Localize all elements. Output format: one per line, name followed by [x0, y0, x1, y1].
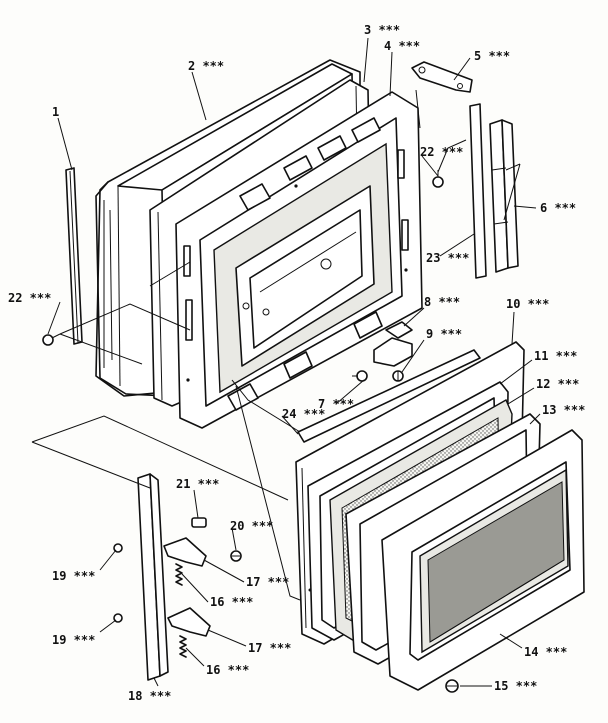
callout-16-lower: 16 *** — [206, 663, 249, 677]
callout-1: 1 — [52, 105, 59, 119]
callout-6: 6 *** — [540, 201, 576, 215]
part-5-hinge-bracket — [411, 61, 473, 93]
part-4-door-frame — [175, 91, 423, 429]
callout-24: 24 *** — [282, 407, 325, 421]
callout-19-lower: 19 *** — [52, 633, 95, 647]
part-18-hinge-channel — [137, 473, 169, 681]
callout-15: 15 *** — [494, 679, 537, 693]
callout-17-upper: 17 *** — [246, 575, 289, 589]
part-22-screw-left — [42, 333, 61, 346]
part-21-screw — [191, 517, 207, 528]
part-20-screw — [230, 550, 242, 562]
callout-14: 14 *** — [524, 645, 567, 659]
part-17-hinge-arm-lower — [167, 607, 211, 637]
part-24-gasket-rod — [297, 349, 481, 443]
callout-8: 8 *** — [424, 295, 460, 309]
callout-10: 10 *** — [506, 297, 549, 311]
part-14-window-frame — [381, 429, 585, 691]
part-1-side-trim — [65, 167, 83, 345]
callout-13: 13 *** — [542, 403, 585, 417]
callout-leaders — [47, 37, 541, 687]
callout-21: 21 *** — [176, 477, 219, 491]
callout-2: 2 *** — [188, 59, 224, 73]
part-17-hinge-arm-upper — [163, 537, 207, 567]
part-6-vertical-channel — [489, 119, 519, 273]
callout-4: 4 *** — [384, 39, 420, 53]
callout-9: 9 *** — [426, 327, 462, 341]
part-8-latch-bracket — [373, 321, 413, 367]
callout-7: 7 *** — [318, 397, 354, 411]
callout-17-lower: 17 *** — [248, 641, 291, 655]
callout-12: 12 *** — [536, 377, 579, 391]
callout-22-left: 22 *** — [8, 291, 51, 305]
callout-18: 18 *** — [128, 689, 171, 703]
callout-3: 3 *** — [364, 23, 400, 37]
callout-19-upper: 19 *** — [52, 569, 95, 583]
callout-22-right: 22 *** — [420, 145, 463, 159]
part-15-screw — [445, 679, 459, 693]
callout-23: 23 *** — [426, 251, 469, 265]
callout-labels: 1 2 *** 3 *** 4 *** 5 *** 6 *** 7 *** 8 … — [8, 23, 585, 703]
part-16-spring-lower — [179, 635, 187, 658]
part-22-screw-right — [432, 170, 444, 188]
callout-5: 5 *** — [474, 49, 510, 63]
callout-11: 11 *** — [534, 349, 577, 363]
assembly-guide-lines — [31, 89, 521, 601]
callout-16-upper: 16 *** — [210, 595, 253, 609]
callout-20: 20 *** — [230, 519, 273, 533]
part-7-screw — [352, 370, 368, 382]
part-16-spring-upper — [175, 563, 183, 586]
part-23-narrow-strip — [469, 103, 487, 279]
part-9-screw — [392, 370, 404, 382]
